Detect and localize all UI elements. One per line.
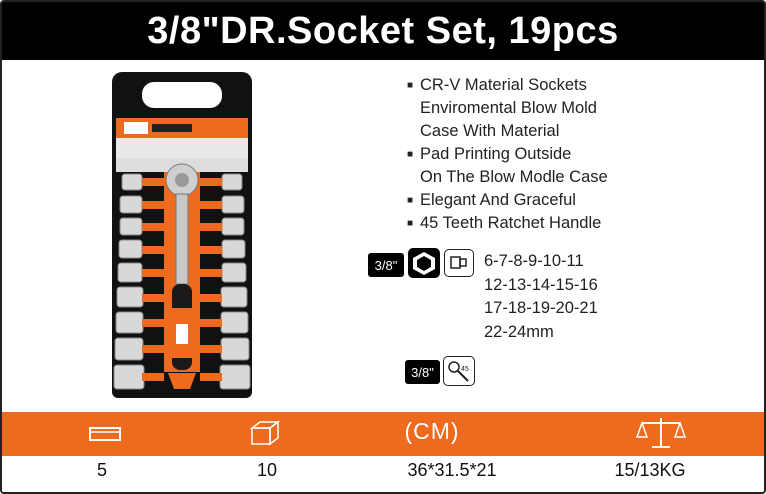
socket-size-row: 17-18-19-20-21 xyxy=(484,299,598,317)
feature-text: Enviromental Blow Mold xyxy=(420,99,597,117)
bullet-icon: ■ xyxy=(407,149,414,160)
feature-item: Case With Material xyxy=(407,120,747,143)
packing-info: (CM) 5 10 36*31.5*21 15/13KG xyxy=(2,412,764,492)
socket-size-list: 6-7-8-9-10-11 12-13-14-15-16 17-18-19-20… xyxy=(484,250,598,344)
carton-dimensions: 36*31.5*21 xyxy=(407,460,497,480)
feature-list: ■ CR-V Material Sockets Enviromental Blo… xyxy=(407,74,747,235)
ratchet-drive-badge: 3/8" xyxy=(405,360,440,384)
feature-text: On The Blow Modle Case xyxy=(420,168,608,186)
ratchet-icon: 45 xyxy=(443,356,475,386)
drive-size-badge: 3/8" xyxy=(368,253,404,277)
feature-item: ■ CR-V Material Sockets xyxy=(407,74,747,97)
svg-text:45: 45 xyxy=(461,366,469,373)
socket-size-row: 12-13-14-15-16 xyxy=(484,275,598,294)
title-bar: 3/8"DR.Socket Set, 19pcs xyxy=(2,2,764,60)
carton-quantity: 10 xyxy=(256,460,278,480)
box-icon xyxy=(89,427,121,441)
feature-item: Enviromental Blow Mold xyxy=(407,97,747,120)
bullet-icon: ■ xyxy=(407,218,414,229)
dimension-unit: (CM) xyxy=(404,418,460,444)
feature-item: ■ 45 Teeth Ratchet Handle xyxy=(407,212,747,235)
feature-item: ■ Elegant And Graceful xyxy=(407,189,747,212)
carton-weight: 15/13KG xyxy=(614,460,686,480)
bullet-icon: ■ xyxy=(407,195,414,206)
feature-text: 45 Teeth Ratchet Handle xyxy=(420,214,602,232)
packing-values-band xyxy=(2,456,764,492)
box-quantity: 5 xyxy=(96,460,107,480)
feature-text: Pad Printing Outside xyxy=(420,145,572,163)
scale-icon xyxy=(636,418,686,448)
carton-icon xyxy=(249,420,281,446)
feature-text: CR-V Material Sockets xyxy=(420,76,587,94)
socket-set-image xyxy=(112,72,252,398)
packing-header-band xyxy=(2,412,764,456)
socket-size-row: 22-24mm xyxy=(484,322,554,341)
socket-profile-icon xyxy=(444,249,474,277)
feature-item: On The Blow Modle Case xyxy=(407,166,747,189)
feature-text: Elegant And Graceful xyxy=(420,191,576,209)
hex-socket-icon xyxy=(408,248,440,278)
socket-size-row: 6-7-8-9-10-11 xyxy=(484,252,584,270)
feature-item: ■ Pad Printing Outside xyxy=(407,143,747,166)
feature-text: Case With Material xyxy=(420,122,560,140)
page-title: 3/8"DR.Socket Set, 19pcs xyxy=(147,9,619,52)
bullet-icon: ■ xyxy=(407,80,414,91)
